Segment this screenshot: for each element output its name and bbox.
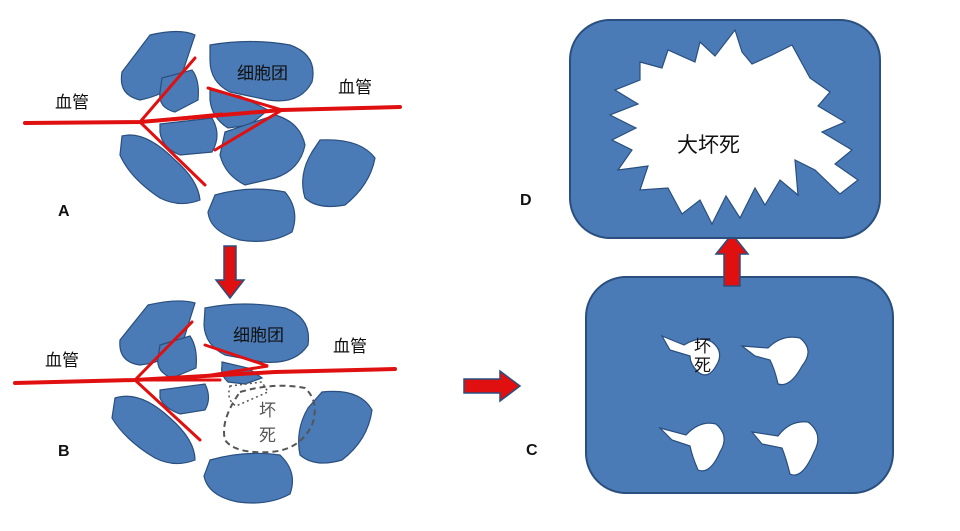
vessel-b-branch-1 [133,320,194,382]
cell-a-2 [209,40,314,102]
cell-a-9 [207,188,296,242]
necrosis-spot-c-2 [740,336,809,386]
vessel-label-a-right: 血管 [338,78,372,98]
arrow-up-c-to-d [714,232,750,287]
vessel-a-branch-2 [138,112,224,124]
cell-a-5 [159,117,218,156]
necrosis-spot-c-4 [750,421,819,476]
necrosis-label-d: 大坏死 [677,133,740,157]
vessel-b-branch-3 [133,378,202,442]
cell-b-6 [111,395,196,465]
cluster-label-b: 细胞团 [233,326,284,346]
cluster-label-a: 细胞团 [237,64,288,84]
cell-a-7 [119,134,201,205]
vessel-label-b-right: 血管 [333,337,367,357]
vessel-label-b-left: 血管 [45,351,79,371]
necrosis-spot-c-3 [657,422,725,472]
large-necrosis-d [608,28,860,226]
arrow-down-a-to-b [214,245,246,300]
necrosis-spot-c-1 [660,334,721,376]
panel-a: 细胞团 血管 血管 A [23,30,402,242]
necrosis-small-b [228,381,270,407]
necrosis-region-b [223,384,316,454]
vessel-a-branch-3 [138,120,207,187]
vessel-a-branch-1 [138,56,197,124]
necrosis-label-b-2: 死 [259,426,276,446]
necrosis-label-c-1: 坏 [694,337,711,357]
tumor-box-c [585,276,894,494]
vessel-label-a-left: 血管 [55,93,89,113]
vessel-a-branch-4 [206,86,286,152]
panel-letter-b: B [58,443,70,460]
necrosis-label-b-1: 坏 [259,401,276,421]
panel-letter-d: D [520,192,532,209]
cell-a-8 [302,139,376,208]
cell-b-5 [159,383,210,415]
vessel-b-branch-4 [203,343,269,378]
panel-b: 细胞团 血管 血管 坏 死 B [13,300,397,504]
necrosis-label-c-2: 死 [694,356,711,376]
cell-b-7 [298,390,373,464]
cell-a-4 [209,89,270,129]
panel-letter-c: C [526,442,538,459]
cell-a-6 [219,114,306,186]
cell-b-8 [203,452,293,504]
panel-c: 坏 死 C [526,276,894,494]
panel-d: 大坏死 D [520,19,881,239]
arrow-right-b-to-c [463,369,522,403]
panel-letter-a: A [58,203,70,220]
